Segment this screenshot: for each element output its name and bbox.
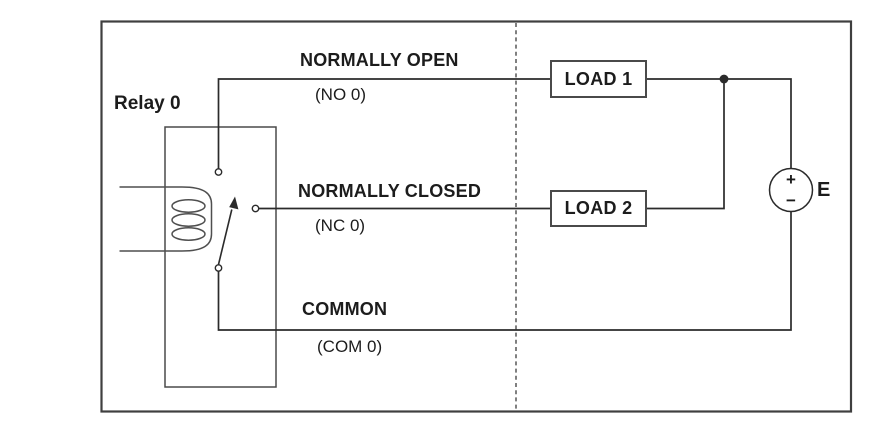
source-name-label: E <box>817 179 831 201</box>
load1-label: LOAD 1 <box>564 68 633 89</box>
load2-label: LOAD 2 <box>564 198 633 218</box>
com-terminal-contact <box>214 264 223 272</box>
normally-open-code: (NO 0) <box>315 85 366 104</box>
no-terminal-contact <box>214 168 223 176</box>
relay-body-box <box>164 126 277 388</box>
relay-switch-arrow-icon <box>229 196 239 210</box>
voltage-source-icon <box>768 167 814 213</box>
junction-node <box>719 74 729 84</box>
common-label: COMMON <box>302 299 388 319</box>
source-minus-sign: − <box>786 191 796 210</box>
common-code: (COM 0) <box>317 337 383 356</box>
coil-turn-3 <box>171 227 206 241</box>
normally-closed-code: (NC 0) <box>315 216 366 235</box>
coil-turn-2 <box>171 213 206 227</box>
wire-normally-open-right <box>645 78 792 169</box>
wire-common <box>217 211 792 331</box>
relay-switch-armature <box>217 209 233 265</box>
relay-coil-icon <box>119 186 213 252</box>
nc-terminal-contact <box>251 204 260 213</box>
coil-turn-1 <box>171 199 206 213</box>
source-plus-sign: + <box>786 170 796 189</box>
relay-name-label: Relay 0 <box>114 93 181 114</box>
normally-closed-label: NORMALLY CLOSED <box>298 181 482 201</box>
load2-box: LOAD 2 <box>550 190 647 227</box>
wire-normally-closed-right <box>645 82 725 210</box>
normally-open-label: NORMALLY OPEN <box>300 50 459 70</box>
wire-normally-open-left <box>217 78 551 169</box>
diagram-border <box>100 20 853 413</box>
load1-box: LOAD 1 <box>550 60 647 98</box>
